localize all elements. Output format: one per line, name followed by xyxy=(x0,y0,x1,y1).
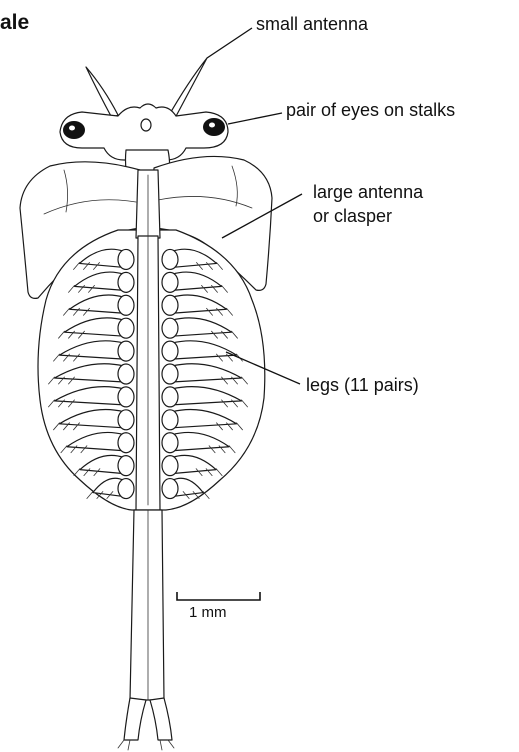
leg-base-right-2 xyxy=(162,272,178,292)
leg-base-left-9 xyxy=(118,433,134,453)
scale-bar-label: 1 mm xyxy=(189,602,227,624)
leg-bristle xyxy=(87,492,93,499)
leg-base-right-11 xyxy=(162,479,178,499)
leg-base-left-6 xyxy=(118,364,134,384)
leg-base-left-7 xyxy=(118,387,134,407)
large-antenna-label-line2: or clasper xyxy=(313,205,392,227)
leg-base-right-5 xyxy=(162,341,178,361)
legs-label: legs (11 pairs) xyxy=(306,374,419,396)
leg-base-right-3 xyxy=(162,295,178,315)
figure-title-fragment: ale xyxy=(0,11,29,35)
leg-base-right-8 xyxy=(162,410,178,430)
leg-base-right-7 xyxy=(162,387,178,407)
leg-base-left-1 xyxy=(118,249,134,269)
leg-base-left-5 xyxy=(118,341,134,361)
leg-base-right-9 xyxy=(162,433,178,453)
leg-base-right-6 xyxy=(162,364,178,384)
leg-base-left-11 xyxy=(118,479,134,499)
leg-base-left-4 xyxy=(118,318,134,338)
leg-base-right-4 xyxy=(162,318,178,338)
leg-base-left-2 xyxy=(118,272,134,292)
leg-base-right-10 xyxy=(162,456,178,476)
leg-base-left-8 xyxy=(118,410,134,430)
leg-bristle xyxy=(203,492,209,499)
abdomen xyxy=(118,510,174,750)
large-antenna-label-line1: large antenna xyxy=(313,181,423,203)
leg-base-left-10 xyxy=(118,456,134,476)
body-column xyxy=(136,170,160,510)
leg-base-left-3 xyxy=(118,295,134,315)
eyes-label: pair of eyes on stalks xyxy=(286,99,455,121)
leg-base-right-1 xyxy=(162,249,178,269)
scale-bar xyxy=(177,592,260,600)
small-antenna-label: small antenna xyxy=(256,13,368,35)
